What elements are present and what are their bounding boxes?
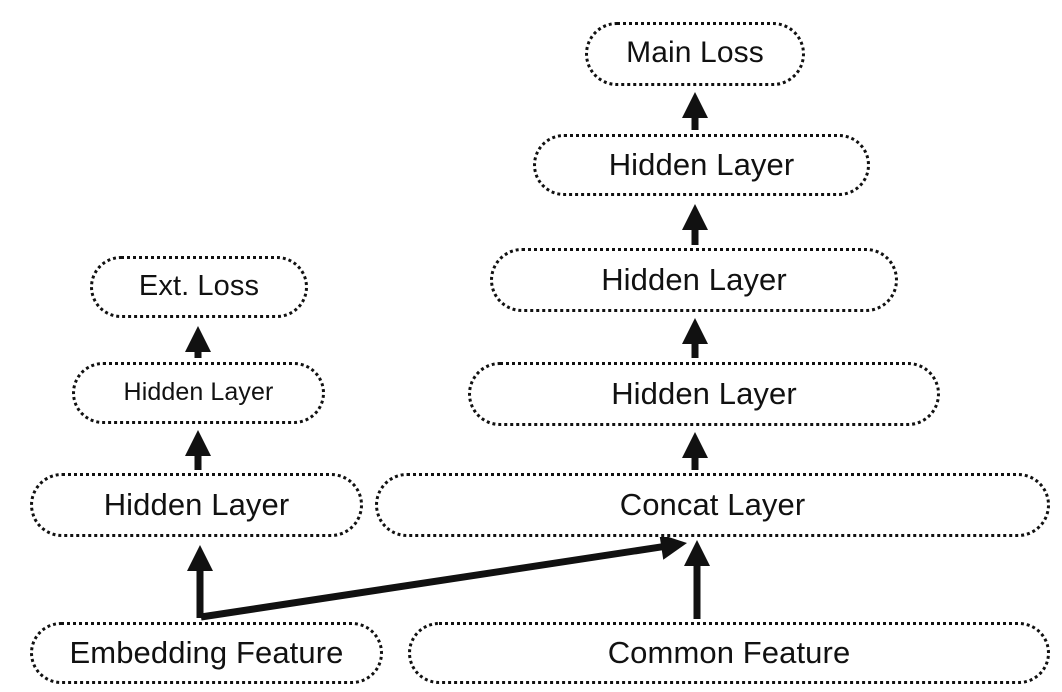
arrow-edge-common-feature-to-concat [684, 540, 710, 619]
node-ext-loss[interactable]: Ext. Loss [90, 256, 308, 318]
node-main-hidden-2[interactable]: Hidden Layer [490, 248, 898, 312]
arrow-edge-embedding-to-aux-hidden1 [187, 545, 213, 618]
arrow-edge-main-hidden1-to-main-hidden2 [682, 318, 708, 358]
node-label-main-hidden-2: Hidden Layer [601, 261, 787, 297]
arrow-edge-concat-to-main-hidden1 [682, 432, 708, 470]
node-label-concat-layer: Concat Layer [619, 486, 806, 522]
node-label-aux-hidden-1: Hidden Layer [103, 486, 290, 522]
arrow-edge-main-hidden3-to-main-loss [682, 92, 708, 130]
node-embedding-feature[interactable]: Embedding Feature [30, 622, 383, 684]
node-label-main-hidden-1: Hidden Layer [611, 375, 797, 411]
node-aux-hidden-2[interactable]: Hidden Layer [72, 362, 325, 424]
arrow-edge-aux-hidden2-to-ext-loss [185, 326, 211, 358]
arrow-edge-main-hidden2-to-main-hidden3 [682, 204, 708, 245]
node-main-hidden-1[interactable]: Hidden Layer [468, 362, 940, 426]
arrow-edge-aux-hidden1-to-aux-hidden2 [185, 430, 211, 470]
node-label-aux-hidden-2: Hidden Layer [123, 377, 274, 406]
node-common-feature[interactable]: Common Feature [408, 622, 1050, 684]
node-aux-hidden-1[interactable]: Hidden Layer [30, 473, 363, 537]
node-concat-layer[interactable]: Concat Layer [375, 473, 1050, 537]
node-main-hidden-3[interactable]: Hidden Layer [533, 134, 870, 196]
node-label-embedding-feature: Embedding Feature [69, 634, 344, 670]
node-label-ext-loss: Ext. Loss [138, 269, 260, 302]
node-label-main-loss: Main Loss [626, 36, 764, 69]
node-label-main-hidden-3: Hidden Layer [608, 146, 795, 182]
node-label-common-feature: Common Feature [607, 634, 851, 670]
node-main-loss[interactable]: Main Loss [585, 22, 805, 86]
arrow-edge-embedding-to-concat [200, 534, 687, 621]
